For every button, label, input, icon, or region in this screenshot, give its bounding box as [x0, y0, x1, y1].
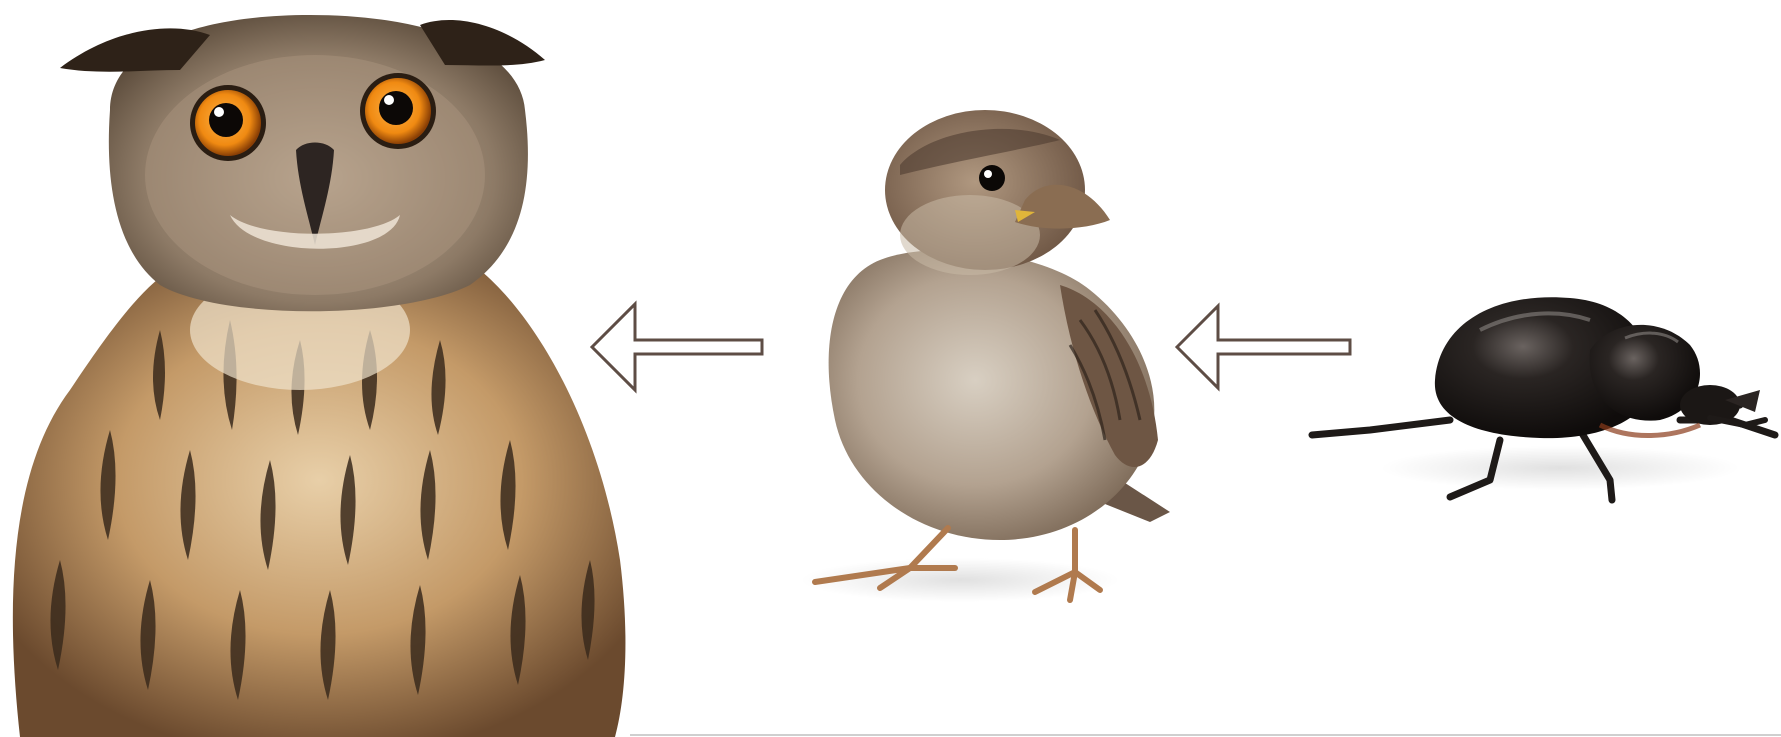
food-chain-diagram: [0, 0, 1781, 737]
